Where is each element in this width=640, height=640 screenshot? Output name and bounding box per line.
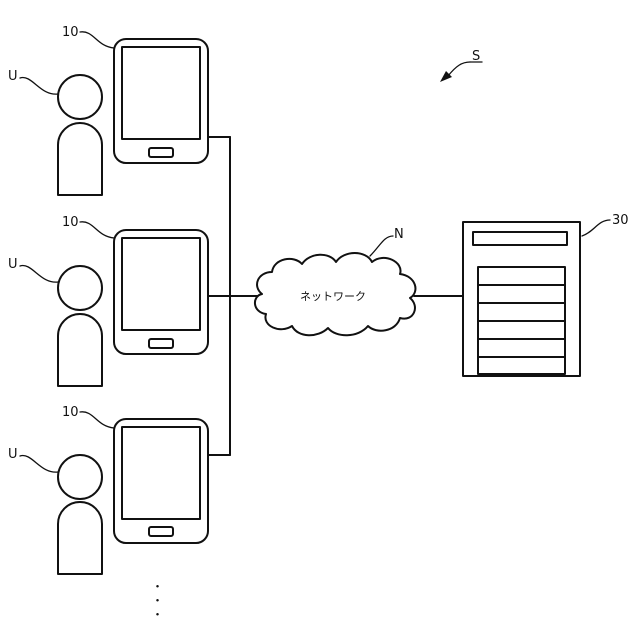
terminal-3-home-button (149, 527, 173, 536)
user-2-leader (20, 266, 58, 283)
user-3-leader (20, 456, 58, 473)
terminal-1-leader (80, 32, 114, 48)
user-1-leader (20, 78, 58, 95)
system-label-leader (448, 62, 470, 76)
server-label-leader (582, 220, 610, 236)
terminal-1-label: 10 (62, 25, 79, 40)
terminal-1-screen (122, 47, 200, 139)
terminal-1-home-button (149, 148, 173, 157)
server-label: 30 (612, 213, 629, 228)
user-2-head (58, 266, 102, 310)
terminal-3-screen (122, 427, 200, 519)
terminal-2-leader (80, 222, 114, 238)
terminal-group-2: 10 U (8, 215, 208, 386)
terminal-2-home-button (149, 339, 173, 348)
terminal-2-screen (122, 238, 200, 330)
user-1-body (58, 123, 102, 195)
network-cloud: ネットワーク N (255, 227, 416, 335)
terminal-3-label: 10 (62, 405, 79, 420)
terminal-3-leader (80, 412, 114, 428)
user-3-label: U (8, 447, 18, 462)
terminal-2-label: 10 (62, 215, 79, 230)
user-2-label: U (8, 257, 18, 272)
network-text: ネットワーク (300, 290, 366, 303)
system-label-group: S (440, 49, 482, 82)
server: 30 (463, 213, 629, 376)
user-2-body (58, 314, 102, 386)
network-label: N (394, 227, 404, 242)
continuation-dots: ・・・ (150, 580, 164, 622)
network-label-leader (370, 236, 393, 256)
terminal-group-3: 10 U (8, 405, 208, 574)
terminal-group-1: 10 U (8, 25, 208, 195)
server-top-slot (473, 232, 567, 245)
user-3-body (58, 502, 102, 574)
user-1-head (58, 75, 102, 119)
user-1-label: U (8, 69, 18, 84)
user-3-head (58, 455, 102, 499)
